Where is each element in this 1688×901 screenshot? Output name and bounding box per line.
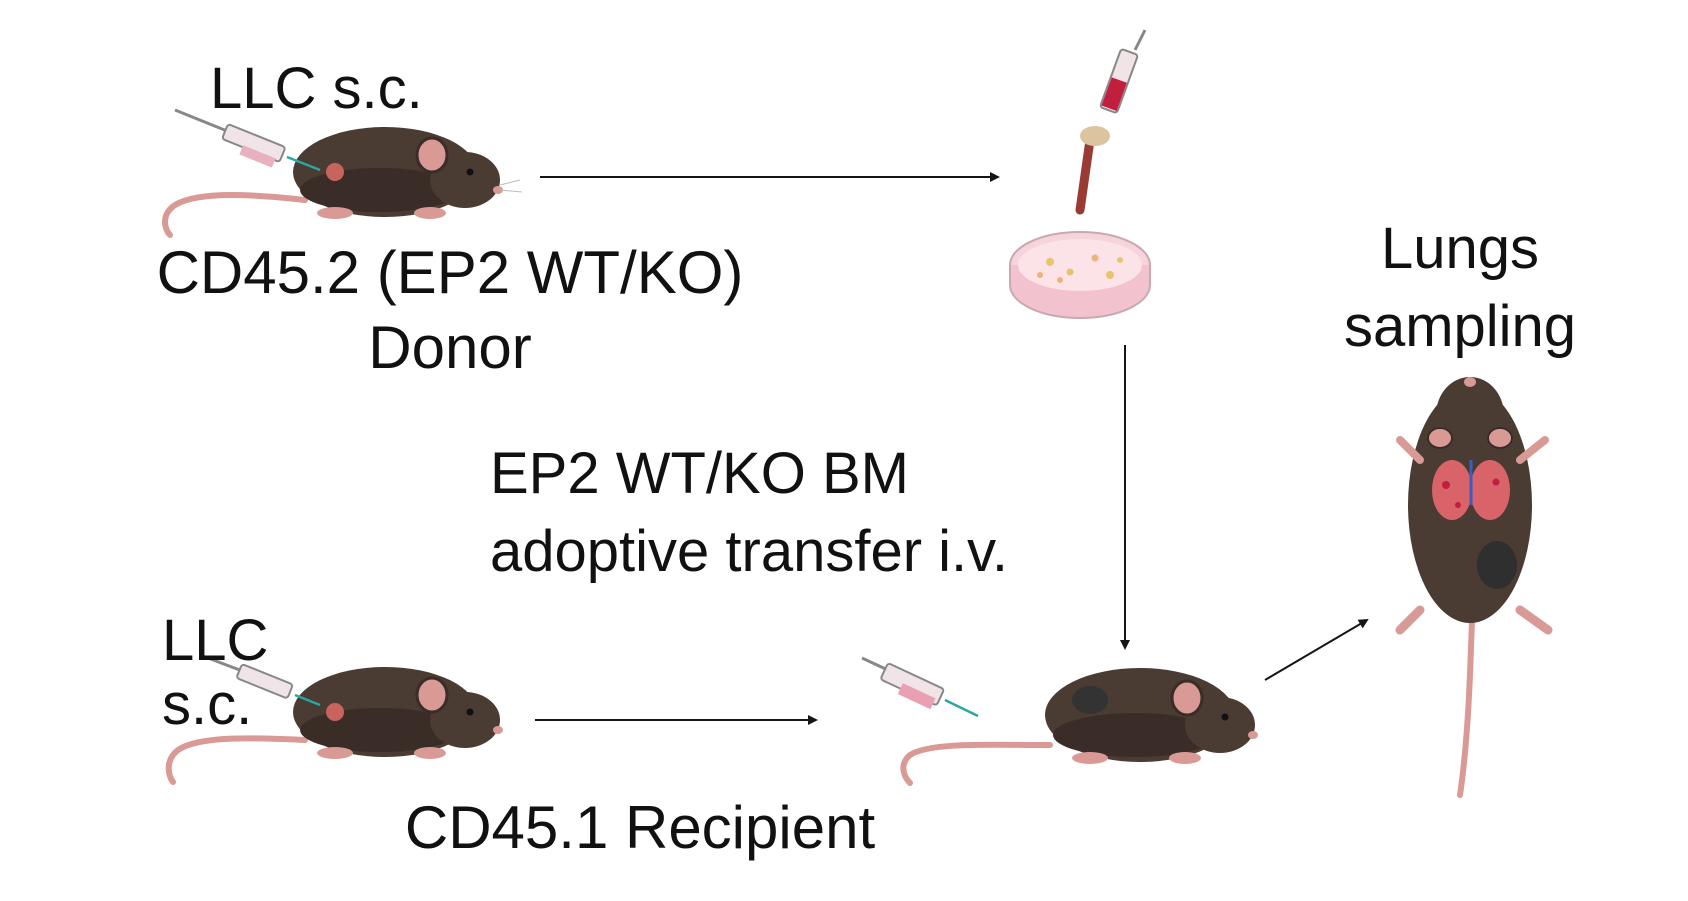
transfer-label-line1: EP2 WT/KO BM bbox=[490, 441, 909, 506]
bone-marrow-dish bbox=[1009, 29, 1151, 319]
donor-genotype-label: CD45.2 (EP2 WT/KO) bbox=[156, 239, 744, 306]
transfer-label-line2: adoptive transfer i.v. bbox=[490, 519, 1008, 584]
donor-tumor bbox=[326, 163, 344, 181]
recipient-injection-label-line1: LLC bbox=[162, 608, 269, 673]
arrow-treated-to-lungs bbox=[1264, 618, 1369, 681]
donor-mouse bbox=[162, 127, 523, 238]
sampling-label-line2: sampling bbox=[1343, 294, 1577, 359]
donor-role-label: Donor bbox=[368, 314, 532, 381]
lungs-mouse bbox=[1395, 377, 1553, 798]
donor-syringe-icon bbox=[174, 108, 321, 172]
donor-injection-label: LLC s.c. bbox=[210, 56, 423, 121]
recipient-mouse bbox=[165, 667, 503, 785]
treated-mouse bbox=[900, 668, 1258, 786]
sampling-label-line1: Lungs bbox=[1380, 216, 1540, 281]
recipient-syringe-icon bbox=[199, 653, 321, 707]
right-lung bbox=[1470, 460, 1510, 520]
recipient-role-label: CD45.1 Recipient bbox=[404, 794, 876, 861]
iv-syringe-icon bbox=[861, 656, 979, 718]
recipient-tumor bbox=[326, 703, 344, 721]
recipient-injection-label-line2: s.c. bbox=[162, 672, 253, 737]
left-lung bbox=[1432, 460, 1472, 520]
